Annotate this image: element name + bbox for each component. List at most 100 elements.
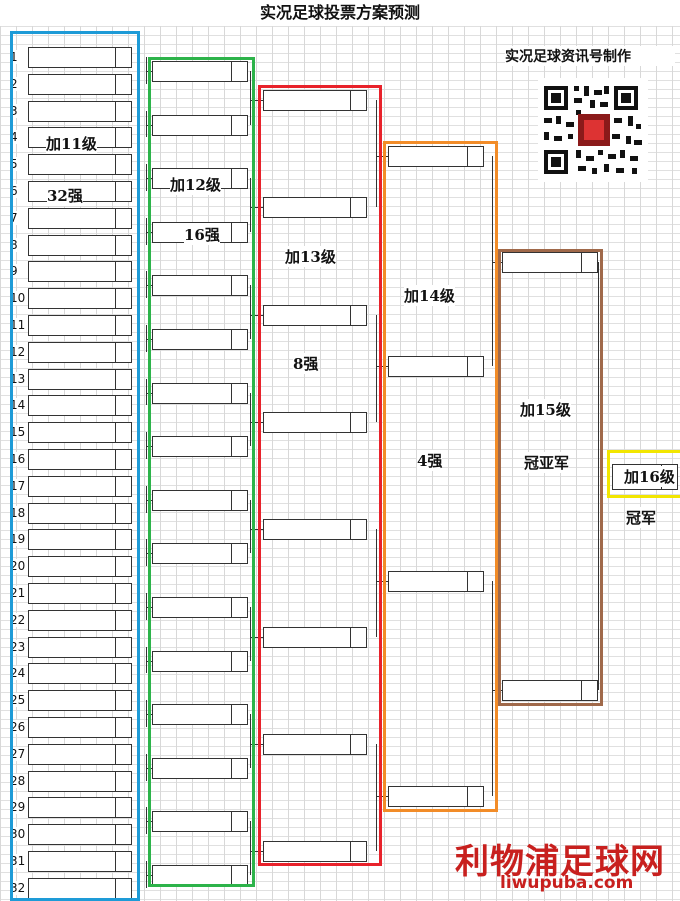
r32-slot-score[interactable] <box>115 637 132 658</box>
r32-slot-score[interactable] <box>115 342 132 363</box>
r32-slot-score[interactable] <box>115 449 132 470</box>
r16-slot[interactable] <box>152 383 248 404</box>
r16-slot[interactable] <box>152 758 248 779</box>
r32-slot[interactable] <box>28 878 132 899</box>
r32-slot-score[interactable] <box>115 663 132 684</box>
r32-slot-score[interactable] <box>115 288 132 309</box>
r32-slot-score[interactable] <box>115 422 132 443</box>
r16-slot-score[interactable] <box>231 436 248 457</box>
r16-slot-score[interactable] <box>231 61 248 82</box>
r8-slot[interactable] <box>263 197 367 218</box>
r32-slot[interactable] <box>28 637 132 658</box>
r8-slot-score[interactable] <box>350 734 367 755</box>
r4-slot-score[interactable] <box>467 146 484 167</box>
r4-slot[interactable] <box>388 356 484 377</box>
r32-slot[interactable] <box>28 529 132 550</box>
r16-slot[interactable] <box>152 704 248 725</box>
r16-slot-score[interactable] <box>231 543 248 564</box>
r32-slot-score[interactable] <box>115 47 132 68</box>
r32-slot-score[interactable] <box>115 529 132 550</box>
r32-slot-score[interactable] <box>115 690 132 711</box>
r32-slot-score[interactable] <box>115 610 132 631</box>
r32-slot[interactable] <box>28 771 132 792</box>
r8-slot-score[interactable] <box>350 90 367 111</box>
r32-slot-score[interactable] <box>115 476 132 497</box>
r32-slot[interactable] <box>28 74 132 95</box>
r32-slot[interactable] <box>28 315 132 336</box>
r32-slot-score[interactable] <box>115 208 132 229</box>
r8-slot[interactable] <box>263 627 367 648</box>
r32-slot-score[interactable] <box>115 127 132 148</box>
r4-slot-score[interactable] <box>467 571 484 592</box>
r16-slot-score[interactable] <box>231 222 248 243</box>
r16-slot[interactable] <box>152 597 248 618</box>
r16-slot-score[interactable] <box>231 704 248 725</box>
r32-slot-score[interactable] <box>115 851 132 872</box>
r32-slot-score[interactable] <box>115 556 132 577</box>
r32-slot-score[interactable] <box>115 369 132 390</box>
r16-slot-score[interactable] <box>231 490 248 511</box>
r8-slot[interactable] <box>263 412 367 433</box>
r32-slot-score[interactable] <box>115 797 132 818</box>
r16-slot-score[interactable] <box>231 811 248 832</box>
r32-slot-score[interactable] <box>115 74 132 95</box>
r32-slot[interactable] <box>28 824 132 845</box>
r32-slot[interactable] <box>28 690 132 711</box>
r32-slot-score[interactable] <box>115 261 132 282</box>
r32-slot[interactable] <box>28 744 132 765</box>
r32-slot[interactable] <box>28 235 132 256</box>
r32-slot[interactable] <box>28 717 132 738</box>
r4-slot-score[interactable] <box>467 786 484 807</box>
r16-slot[interactable] <box>152 329 248 350</box>
r32-slot[interactable] <box>28 449 132 470</box>
r8-slot[interactable] <box>263 841 367 862</box>
r16-slot[interactable] <box>152 275 248 296</box>
r16-slot-score[interactable] <box>231 758 248 779</box>
r32-slot-score[interactable] <box>115 181 132 202</box>
r4-slot[interactable] <box>388 571 484 592</box>
r8-slot[interactable] <box>263 90 367 111</box>
r16-slot-score[interactable] <box>231 115 248 136</box>
r32-slot[interactable] <box>28 369 132 390</box>
r32-slot-score[interactable] <box>115 717 132 738</box>
r32-slot-score[interactable] <box>115 101 132 122</box>
r32-slot-score[interactable] <box>115 771 132 792</box>
r32-slot[interactable] <box>28 663 132 684</box>
r32-slot-score[interactable] <box>115 503 132 524</box>
r32-slot[interactable] <box>28 422 132 443</box>
r32-slot-score[interactable] <box>115 583 132 604</box>
r8-slot-score[interactable] <box>350 519 367 540</box>
r8-slot-score[interactable] <box>350 841 367 862</box>
r32-slot[interactable] <box>28 476 132 497</box>
r32-slot[interactable] <box>28 47 132 68</box>
r16-slot-score[interactable] <box>231 329 248 350</box>
r32-slot[interactable] <box>28 503 132 524</box>
r32-slot[interactable] <box>28 395 132 416</box>
final-slot-score[interactable] <box>581 252 598 273</box>
r32-slot-score[interactable] <box>115 154 132 175</box>
r32-slot[interactable] <box>28 101 132 122</box>
final-slot[interactable] <box>502 680 598 701</box>
r8-slot[interactable] <box>263 734 367 755</box>
r32-slot[interactable] <box>28 610 132 631</box>
r16-slot[interactable] <box>152 490 248 511</box>
final-slot[interactable] <box>502 252 598 273</box>
r16-slot[interactable] <box>152 811 248 832</box>
r32-slot[interactable] <box>28 797 132 818</box>
r8-slot-score[interactable] <box>350 197 367 218</box>
r16-slot-score[interactable] <box>231 597 248 618</box>
r32-slot[interactable] <box>28 583 132 604</box>
r16-slot-score[interactable] <box>231 168 248 189</box>
r32-slot-score[interactable] <box>115 744 132 765</box>
r16-slot-score[interactable] <box>231 651 248 672</box>
r32-slot-score[interactable] <box>115 315 132 336</box>
r16-slot-score[interactable] <box>231 275 248 296</box>
r8-slot-score[interactable] <box>350 305 367 326</box>
r32-slot[interactable] <box>28 556 132 577</box>
r8-slot-score[interactable] <box>350 412 367 433</box>
r32-slot[interactable] <box>28 342 132 363</box>
r32-slot-score[interactable] <box>115 235 132 256</box>
r32-slot[interactable] <box>28 208 132 229</box>
r4-slot-score[interactable] <box>467 356 484 377</box>
r4-slot[interactable] <box>388 786 484 807</box>
